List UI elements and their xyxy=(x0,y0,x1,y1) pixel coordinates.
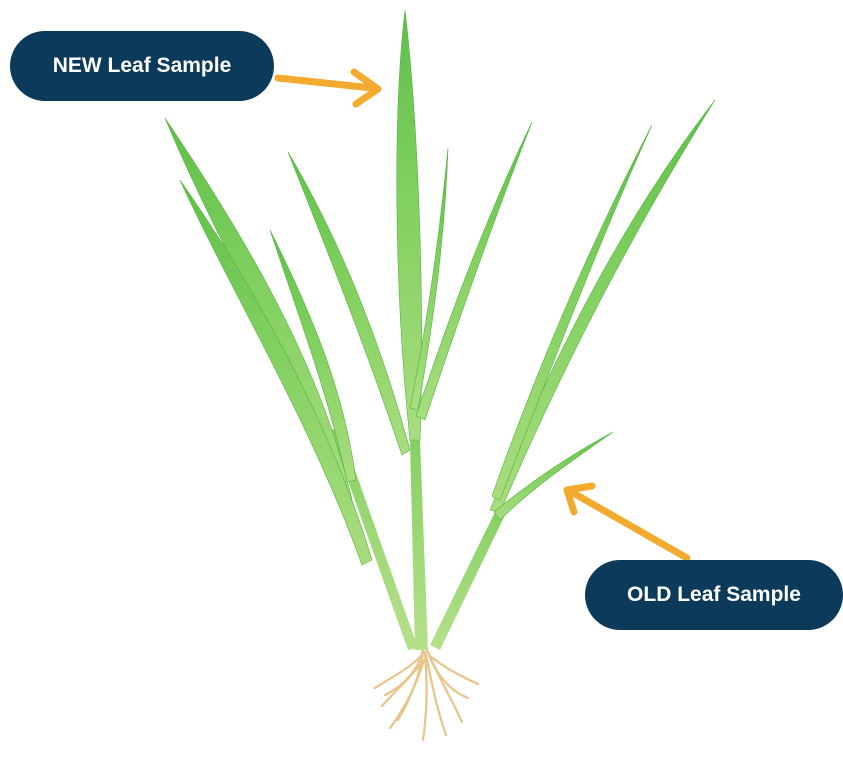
roots xyxy=(375,650,478,740)
arrow-right-icon xyxy=(278,72,378,104)
old-leaf-label-text: OLD Leaf Sample xyxy=(627,583,801,607)
old-leaf-label: OLD Leaf Sample xyxy=(585,560,843,630)
new-leaf-label: NEW Leaf Sample xyxy=(10,31,274,101)
leaf-right-inner xyxy=(492,125,652,500)
arrow-up-left-icon xyxy=(567,486,687,558)
leaf-left-inner xyxy=(180,180,372,565)
leaf-right-outer xyxy=(490,100,715,512)
new-leaf-label-text: NEW Leaf Sample xyxy=(53,54,232,78)
